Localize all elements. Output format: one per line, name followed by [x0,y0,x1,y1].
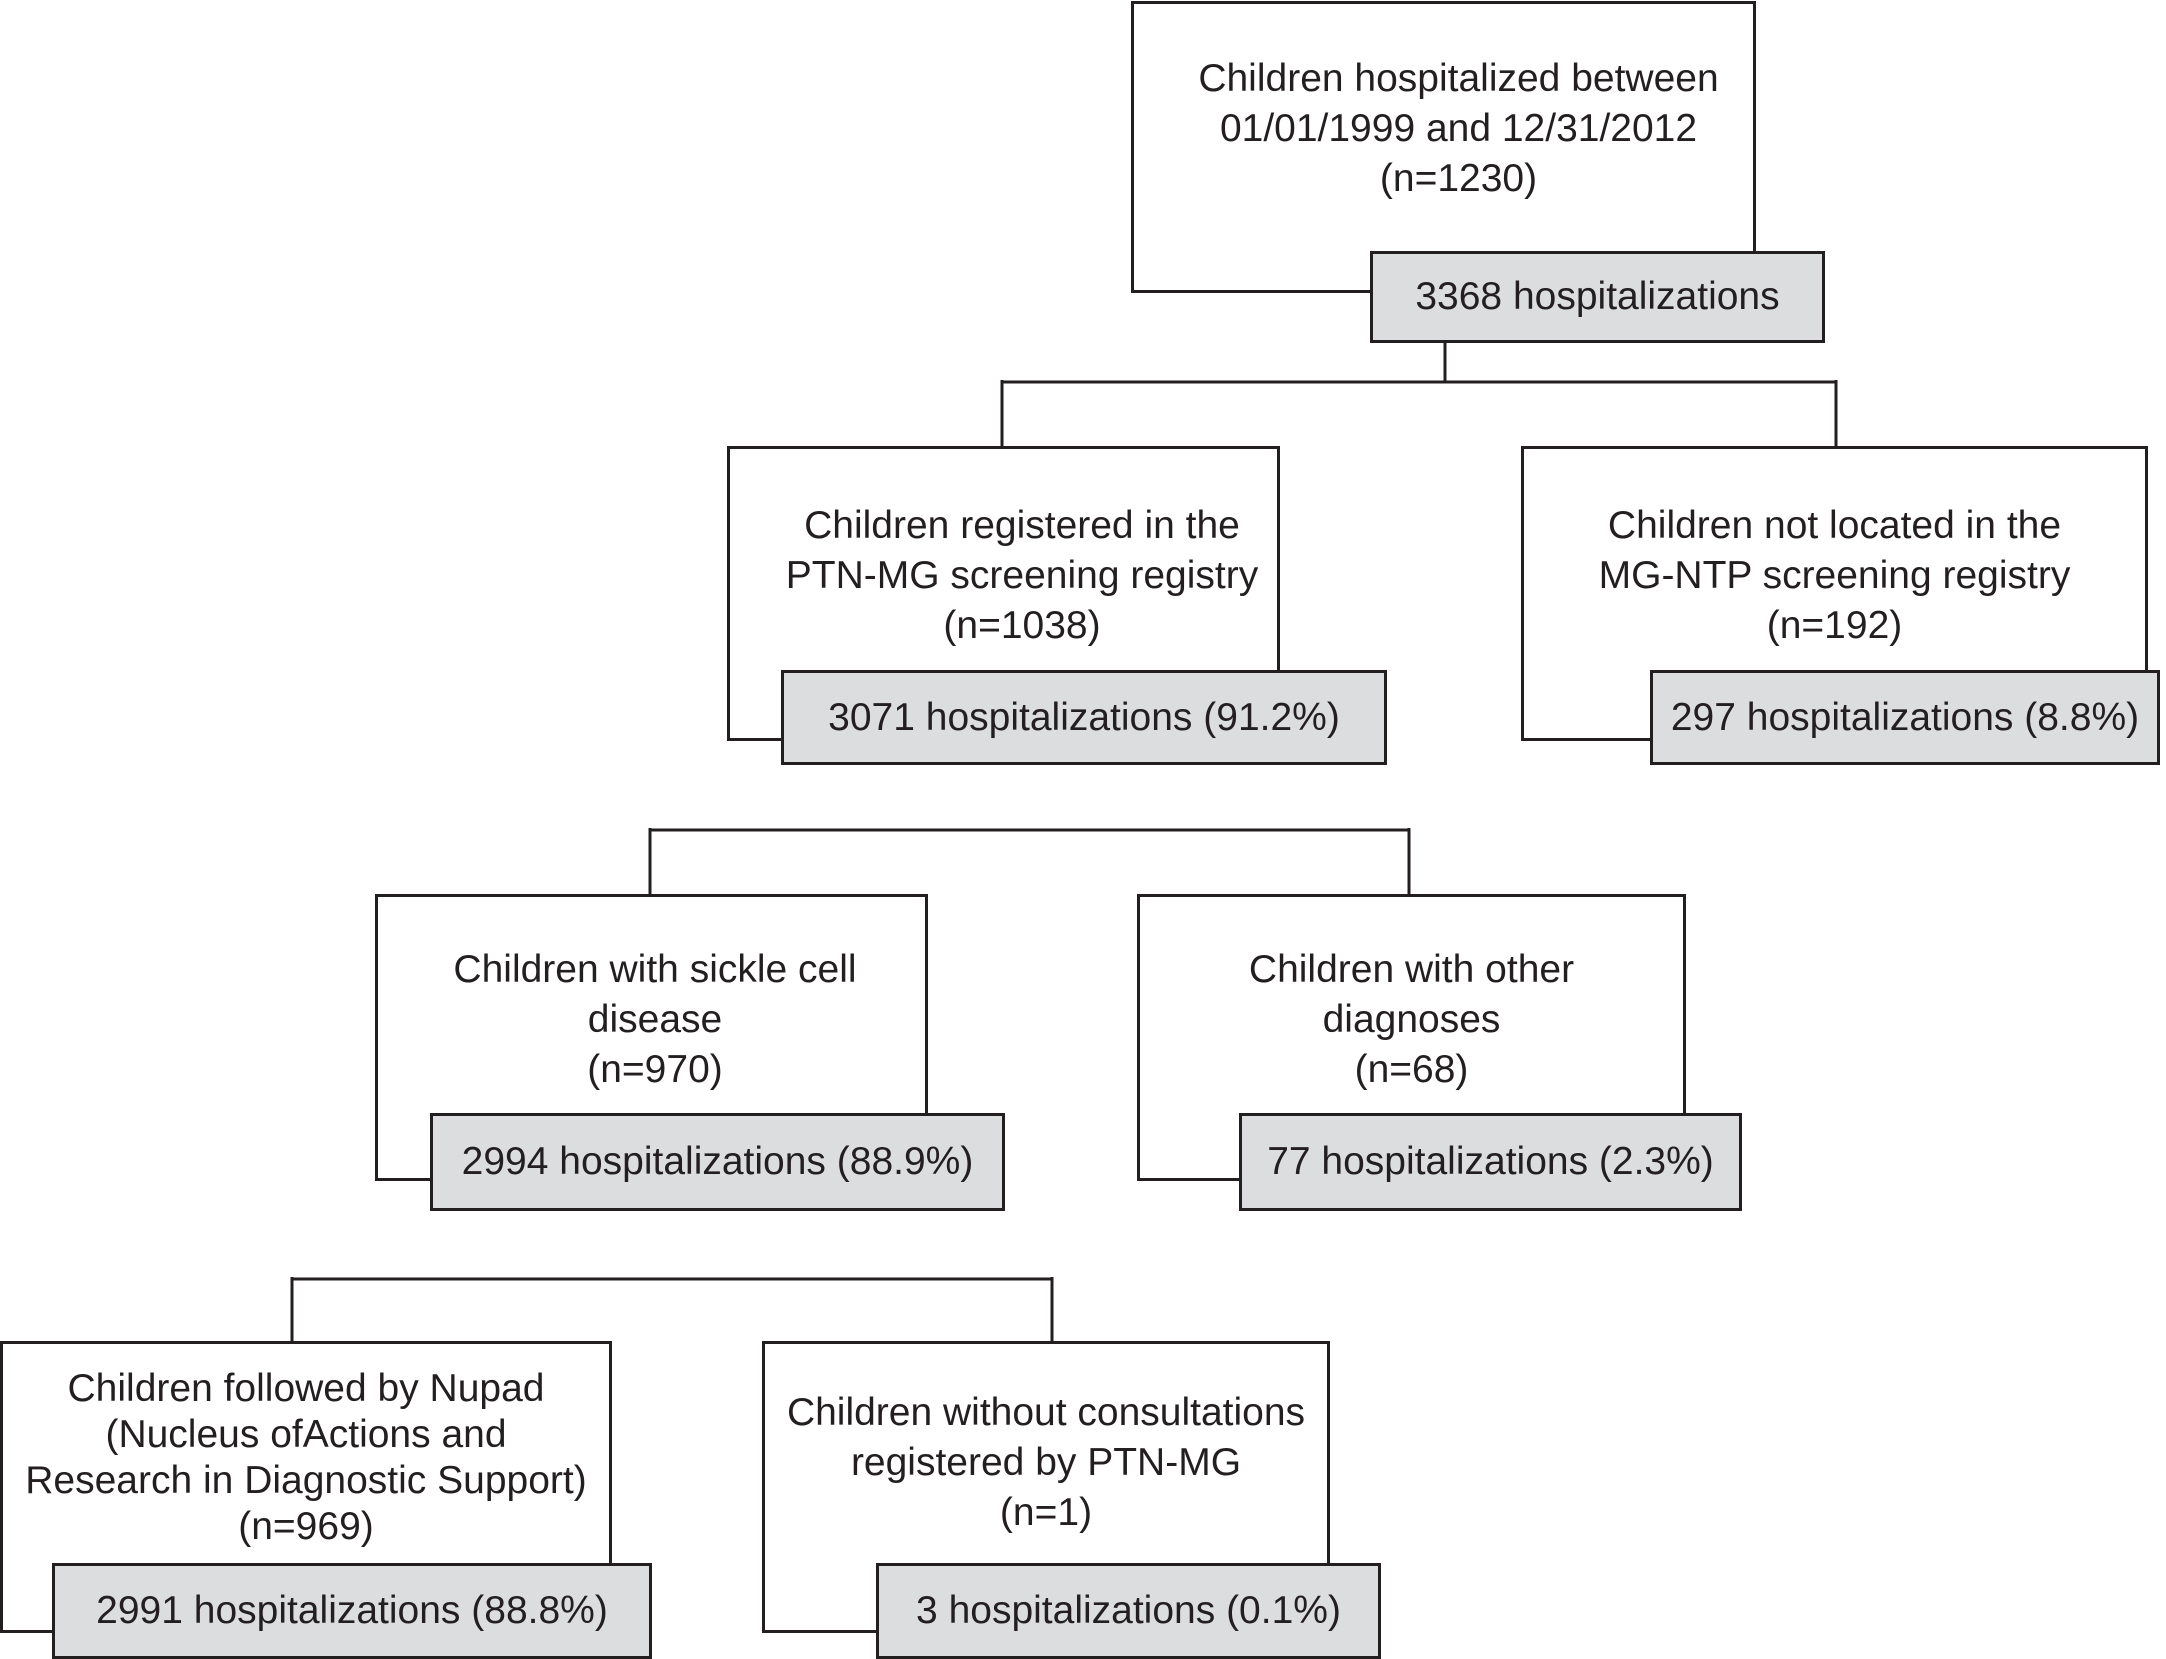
node-registered-hospitalizations: 3071 hospitalizations (91.2%) [781,670,1387,765]
node-no-consultations-label: Children without consultations registere… [762,1388,1330,1538]
node-not-located-label: Children not located in the MG-NTP scree… [1521,501,2148,651]
node-not-located-line-2: MG-NTP screening registry [1598,554,2071,597]
connector-sickle-cell [290,1277,1054,1341]
node-other-diagnoses-line-3: (n=68) [1354,1048,1469,1091]
node-nupad-line-3: Research in Diagnostic Support) [25,1459,587,1502]
node-other-diagnoses-line-1: Children with other [1248,948,1575,991]
node-registered-line-3: (n=1038) [943,604,1101,647]
node-sickle-cell-hospitalizations: 2994 hospitalizations (88.9%) [430,1113,1005,1211]
node-nupad-hospitalizations: 2991 hospitalizations (88.8%) [52,1563,652,1659]
node-nupad-label: Children followed by Nupad (Nucleus ofAc… [0,1366,612,1550]
node-not-located-line-1: Children not located in the [1607,504,2062,547]
node-other-diagnoses-hospitalizations: 77 hospitalizations (2.3%) [1239,1113,1742,1211]
node-no-consultations-hospitalizations: 3 hospitalizations (0.1%) [876,1563,1381,1659]
node-not-located-line-3: (n=192) [1766,604,1903,647]
node-sickle-cell-label: Children with sickle cell disease (n=970… [375,945,935,1095]
node-other-diagnoses-label: Children with other diagnoses (n=68) [1137,945,1686,1095]
node-registered-label: Children registered in the PTN-MG screen… [727,501,1317,651]
node-other-diagnoses-line-2: diagnoses [1322,998,1501,1041]
node-registered-line-1: Children registered in the [804,504,1240,547]
node-nupad-line-4: (n=969) [238,1505,374,1548]
node-nupad-line-2: (Nucleus ofActions and [105,1413,507,1456]
node-nupad-line-1: Children followed by Nupad [67,1367,545,1410]
node-no-consultations-line-2: registered by PTN-MG [850,1441,1242,1484]
node-no-consultations-line-3: (n=1) [999,1491,1093,1534]
node-sickle-cell-line-2: disease [587,998,723,1041]
node-root-hospitalizations: 3368 hospitalizations [1370,251,1825,343]
connector-root [1000,341,1838,446]
node-root-line-1: Children hospitalized between [1198,57,1719,100]
node-registered-line-2: PTN-MG screening registry [785,554,1259,597]
node-not-located-hospitalizations: 297 hospitalizations (8.8%) [1650,670,2160,765]
node-sickle-cell-line-3: (n=970) [587,1048,723,1091]
node-root-line-2: 01/01/1999 and 12/31/2012 [1219,107,1698,150]
node-root-label: Children hospitalized between 01/01/1999… [1131,54,1786,204]
node-sickle-cell-line-1: Children with sickle cell [453,948,857,991]
node-no-consultations-line-1: Children without consultations [786,1391,1306,1434]
node-root-line-3: (n=1230) [1379,157,1538,200]
connector-registered [648,828,1411,894]
